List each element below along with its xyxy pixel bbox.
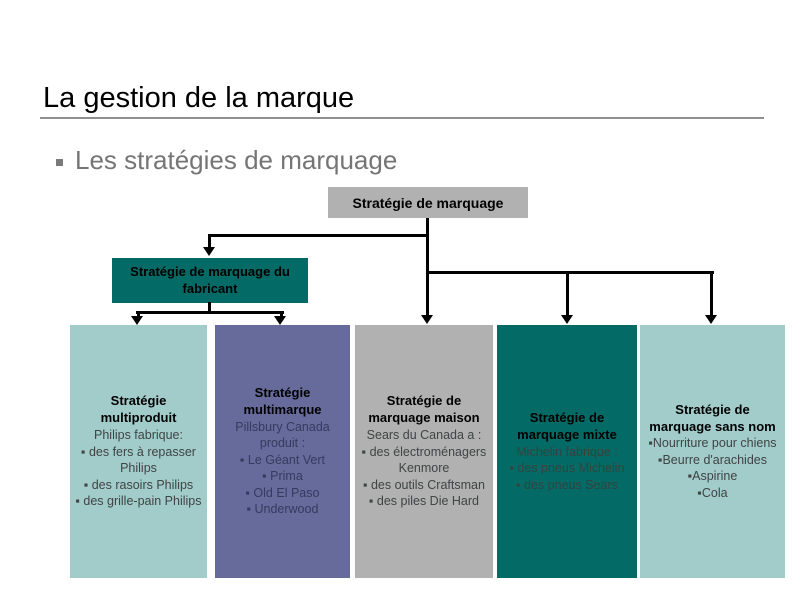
arrow-down-icon: [705, 315, 717, 324]
strategy-box-item: ▪ Prima: [262, 469, 303, 484]
strategy-box-item: ▪ Le Géant Vert: [239, 452, 326, 467]
strategy-box-item: ▪Cola: [697, 485, 728, 500]
connector-line: [208, 234, 429, 237]
subtitle-label: Les stratégies de marquage: [75, 145, 398, 175]
box-strategie-de-marquage: Stratégie de marquage: [328, 187, 528, 218]
strategy-box-title: Stratégie multiproduit: [100, 393, 177, 426]
strategy-box-title: Stratégie de marquage maison: [368, 393, 480, 426]
connector-line: [566, 274, 569, 316]
connector-line: [208, 237, 211, 248]
arrow-down-icon: [561, 315, 573, 324]
connector-line: [208, 302, 211, 313]
strategy-box-intro: Philips fabrique:: [94, 428, 183, 443]
strategy-box-item: ▪ Underwood: [246, 502, 319, 517]
strategy-box-item: ▪ des pneus Sears: [516, 477, 618, 492]
strategy-box-title: Stratégie de marquage sans nom: [649, 401, 776, 434]
title-underline: [40, 117, 764, 119]
strategy-box-title: Stratégie multimarque: [243, 385, 322, 417]
strategy-box-item: ▪Beurre d'arachides: [658, 452, 767, 467]
connector-line: [426, 274, 429, 316]
arrow-down-icon: [203, 247, 215, 256]
strategy-box-item: ▪ des rasoirs Philips: [83, 477, 194, 492]
connector-line: [426, 218, 429, 274]
root-box-label: Stratégie de marquage: [352, 194, 504, 211]
connector-line: [710, 274, 713, 316]
strategy-box-item: ▪Nourriture pour chiens: [648, 436, 777, 451]
strategy-box-item: ▪ des grille-pain Philips: [75, 494, 202, 509]
strategy-box-intro: Sears du Canada a :: [366, 428, 482, 443]
arrow-down-icon: [421, 315, 433, 324]
branch-box-label: Stratégie de marquage du fabricant: [130, 264, 290, 296]
strategy-box-item: ▪ des piles Die Hard: [368, 494, 480, 509]
strategy-box-intro: Pillsbury Canada produit :: [235, 419, 330, 451]
strategy-box-item: ▪ Old El Paso: [245, 485, 320, 500]
arrow-down-icon: [274, 316, 286, 325]
connector-line: [136, 311, 284, 314]
box-marquage-du-fabricant: Stratégie de marquage du fabricant: [112, 258, 308, 303]
connector-line: [426, 271, 714, 274]
arrow-down-icon: [131, 316, 143, 325]
strategy-box-title: Stratégie de marquage mixte: [517, 409, 617, 442]
strategy-box-item: ▪ des outils Craftsman: [363, 477, 485, 492]
bullet-square-icon: [56, 159, 63, 166]
strategy-box-item: ▪ des pneus Michelin: [509, 461, 625, 476]
strategy-box-item: ▪ des fers à repasser Philips: [81, 444, 196, 476]
strategy-box-item: ▪ des électroménagers Kenmore: [361, 444, 487, 476]
box-marquage-sans-nom: Stratégie de marquage sans nom ▪Nourritur…: [640, 325, 785, 578]
page-title: La gestion de la marque: [43, 82, 355, 114]
subtitle: Les stratégies de marquage: [56, 145, 397, 176]
strategy-box-intro: Michelin fabrique :: [516, 444, 618, 459]
strategy-box-item: ▪Aspirine: [687, 469, 738, 484]
